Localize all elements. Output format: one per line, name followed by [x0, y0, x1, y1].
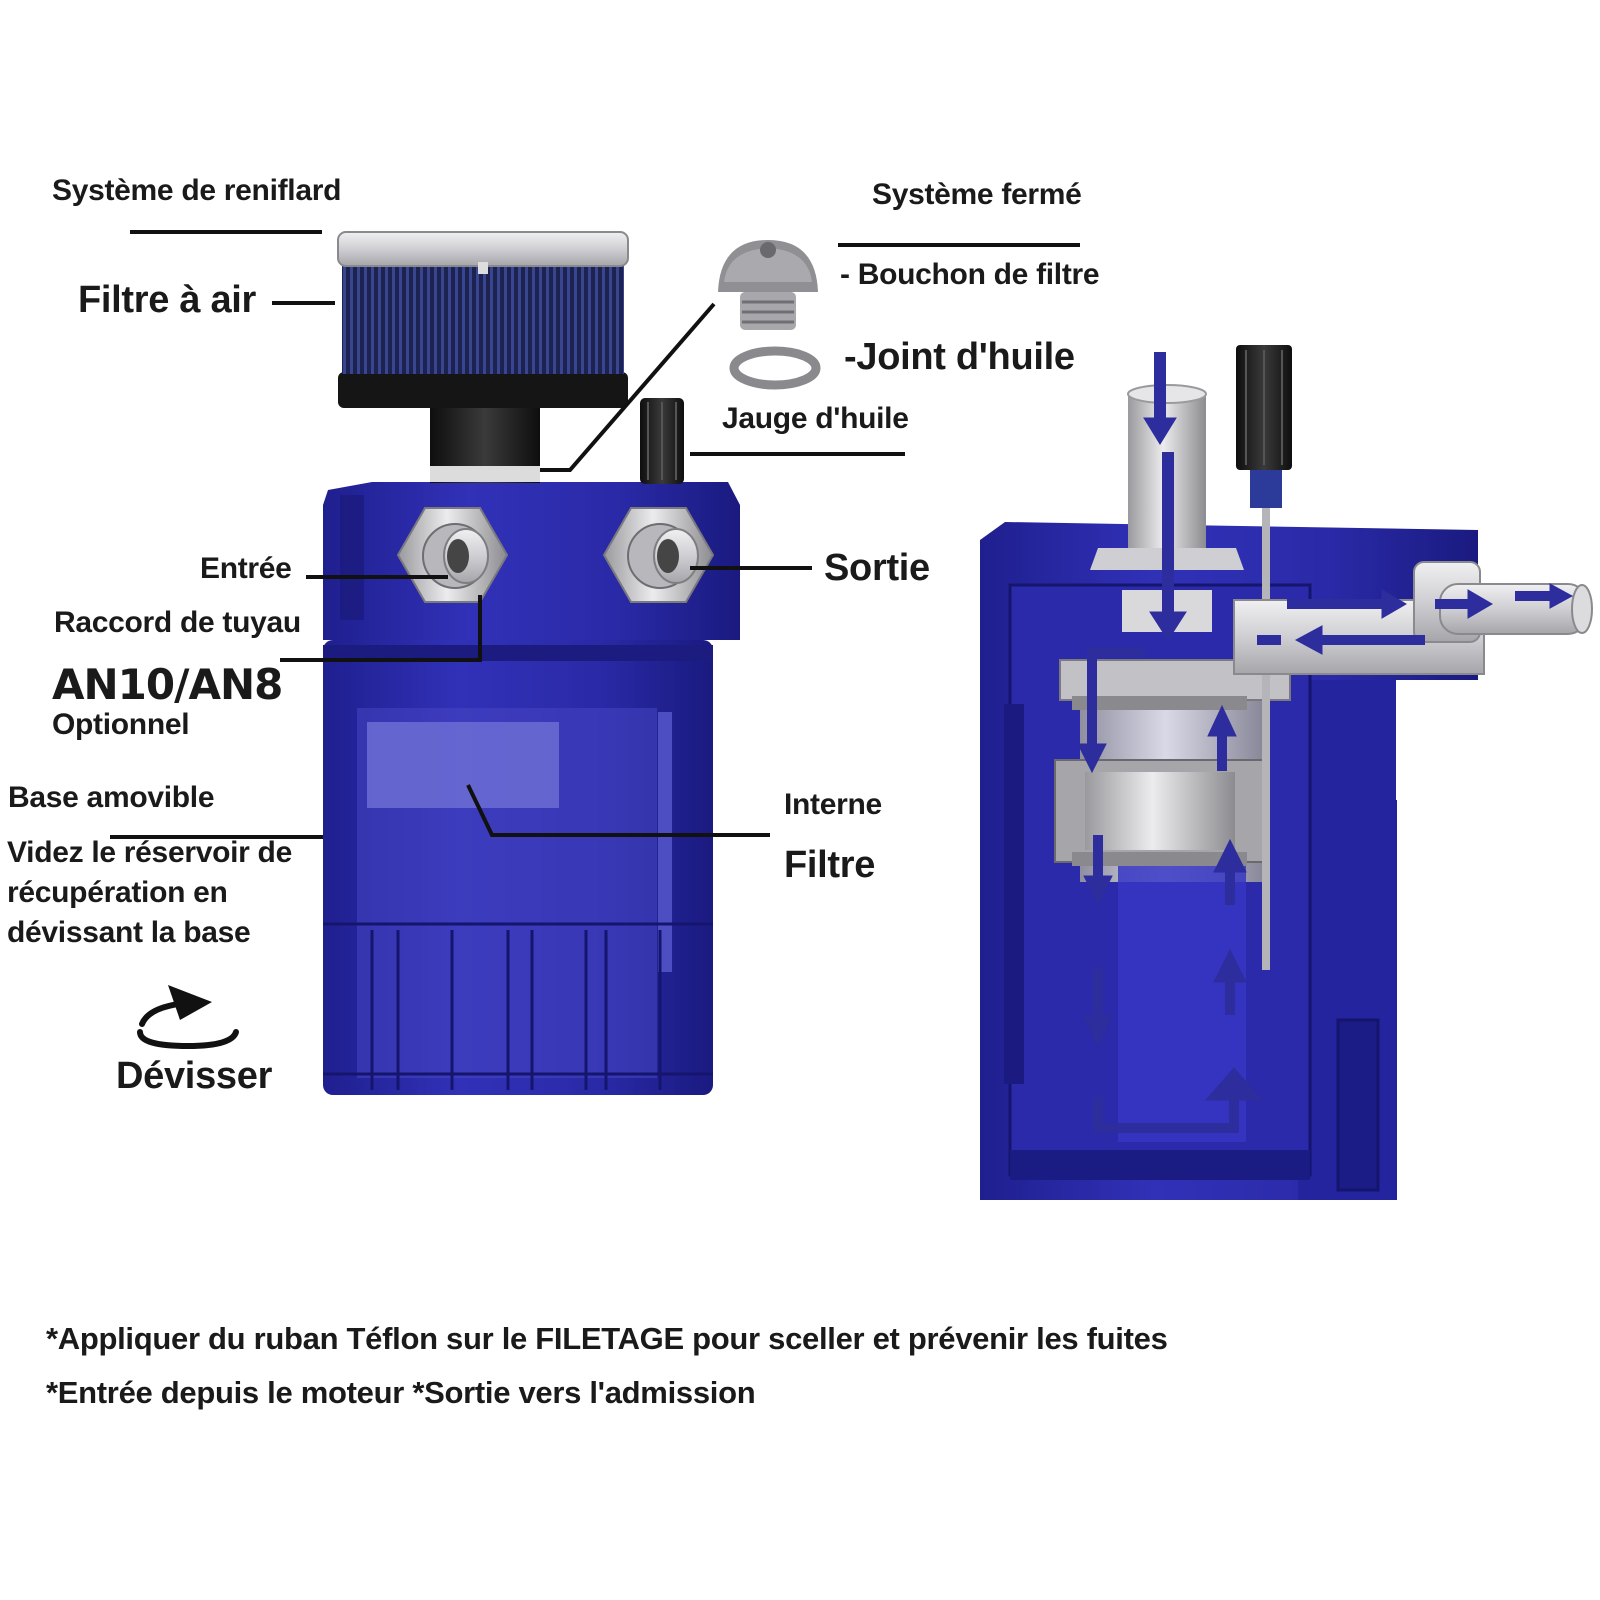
label-dipstick: Jauge d'huile	[722, 402, 909, 435]
label-empty-line3: dévissant la base	[7, 916, 251, 949]
label-an-size: AN10/AN8	[52, 660, 283, 709]
catch-can-exterior	[323, 231, 821, 1095]
filter-cap	[718, 240, 818, 330]
catch-can-cutaway	[980, 345, 1593, 1200]
note-teflon: *Appliquer du ruban Téflon sur le FILETA…	[46, 1321, 1168, 1356]
note-flow: *Entrée depuis le moteur *Sortie vers l'…	[46, 1375, 756, 1410]
label-unscrew: Dévisser	[116, 1055, 273, 1097]
leader-lines-left	[110, 230, 1080, 839]
label-oil-seal: -Joint d'huile	[844, 336, 1075, 378]
air-filter	[337, 231, 629, 408]
removable-base	[323, 922, 713, 1090]
label-internal: Interne	[784, 788, 882, 821]
label-empty-line1: Videz le réservoir de	[7, 836, 292, 869]
label-optional: Optionnel	[52, 708, 190, 741]
label-closed-system: Système fermé	[872, 178, 1082, 211]
dipstick	[640, 398, 684, 484]
label-empty-line2: récupération en	[7, 876, 228, 909]
label-breather-system: Système de reniflard	[52, 174, 342, 207]
label-outlet: Sortie	[824, 547, 930, 589]
label-filter-cap: - Bouchon de filtre	[840, 258, 1100, 291]
unscrew-arrow-icon	[137, 985, 239, 1050]
label-air-filter: Filtre à air	[78, 279, 257, 321]
label-inlet: Entrée	[200, 552, 292, 585]
label-hose-fitting: Raccord de tuyau	[54, 606, 301, 639]
inner-filter-view	[367, 722, 559, 808]
label-filter: Filtre	[784, 844, 876, 886]
outlet-fitting	[602, 507, 715, 603]
flow-arrows	[1077, 352, 1574, 1133]
label-removable-base: Base amovible	[8, 781, 215, 814]
oil-seal-ring	[729, 346, 821, 390]
